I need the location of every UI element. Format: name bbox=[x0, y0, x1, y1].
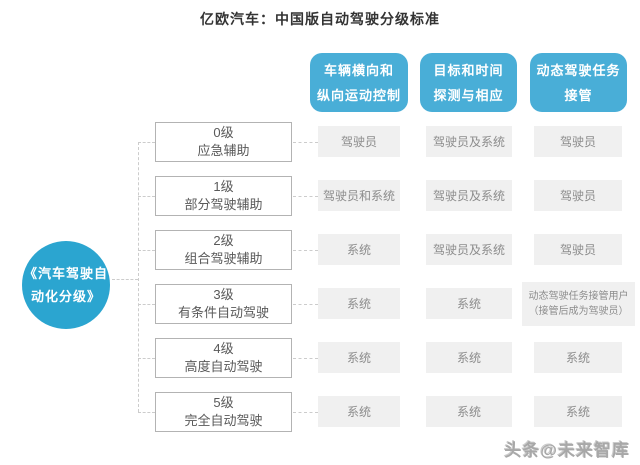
level-name: 有条件自动驾驶 bbox=[177, 305, 269, 320]
cell-level3-control: 系统 bbox=[318, 288, 400, 319]
level-number: 0级 bbox=[213, 125, 234, 140]
column-header-dynamic-task-takeover: 动态驾驶任务 接管 bbox=[530, 53, 627, 112]
level-name: 部分驾驶辅助 bbox=[184, 197, 263, 212]
level-number: 5级 bbox=[213, 395, 234, 410]
source-standard-circle: 《汽车驾驶自 动化分级》 bbox=[22, 241, 110, 329]
connector-stub-right-5 bbox=[293, 412, 318, 413]
connector-stub-right-0 bbox=[293, 142, 318, 143]
connector-bracket-vertical bbox=[138, 142, 139, 412]
level-name: 完全自动驾驶 bbox=[184, 413, 263, 428]
level-box-0: 0级 应急辅助 bbox=[155, 122, 292, 162]
connector-stub-right-4 bbox=[293, 358, 318, 359]
cell-level1-detect: 驾驶员及系统 bbox=[426, 180, 512, 211]
column-header-line: 动态驾驶任务 bbox=[536, 62, 621, 78]
cell-level3-takeover: 动态驾驶任务接管用户 （接管后成为驾驶员） bbox=[522, 282, 635, 326]
cell-level0-control: 驾驶员 bbox=[318, 126, 400, 157]
level-box-4: 4级 高度自动驾驶 bbox=[155, 338, 292, 378]
cell-level0-takeover: 驾驶员 bbox=[534, 126, 622, 157]
cell-level5-control: 系统 bbox=[318, 396, 400, 427]
column-header-line: 纵向运动控制 bbox=[316, 87, 401, 103]
level-name: 组合驾驶辅助 bbox=[184, 251, 263, 266]
cell-level2-takeover: 驾驶员 bbox=[534, 234, 622, 265]
connector-stub-left-0 bbox=[138, 142, 155, 143]
connector-stub-left-4 bbox=[138, 358, 155, 359]
cell-level4-control: 系统 bbox=[318, 342, 400, 373]
level-number: 4级 bbox=[213, 341, 234, 356]
cell-level2-control: 系统 bbox=[318, 234, 400, 265]
connector-stub-right-2 bbox=[293, 250, 318, 251]
column-header-object-event-detection: 目标和时间 探测与相应 bbox=[420, 53, 517, 112]
connector-stub-left-3 bbox=[138, 304, 155, 305]
connector-stub-left-5 bbox=[138, 412, 155, 413]
level-box-3: 3级 有条件自动驾驶 bbox=[155, 284, 292, 324]
cell-level5-detect: 系统 bbox=[426, 396, 512, 427]
connector-stub-left-1 bbox=[138, 196, 155, 197]
level-box-5: 5级 完全自动驾驶 bbox=[155, 392, 292, 432]
connector-stub-right-3 bbox=[293, 304, 318, 305]
column-header-lateral-longitudinal-control: 车辆横向和 纵向运动控制 bbox=[310, 53, 408, 112]
cell-level4-takeover: 系统 bbox=[534, 342, 622, 373]
source-standard-line1: 《汽车驾驶自 bbox=[23, 266, 108, 281]
column-header-line: 探测与相应 bbox=[433, 87, 504, 103]
source-standard-line2: 动化分级》 bbox=[30, 289, 101, 304]
level-number: 1级 bbox=[213, 179, 234, 194]
level-name: 高度自动驾驶 bbox=[184, 359, 263, 374]
cell-level4-detect: 系统 bbox=[426, 342, 512, 373]
cell-level5-takeover: 系统 bbox=[534, 396, 622, 427]
cell-level0-detect: 驾驶员及系统 bbox=[426, 126, 512, 157]
level-number: 3级 bbox=[213, 287, 234, 302]
column-header-line: 目标和时间 bbox=[433, 62, 504, 78]
level-box-2: 2级 组合驾驶辅助 bbox=[155, 230, 292, 270]
cell-level2-detect: 驾驶员及系统 bbox=[426, 234, 512, 265]
cell-level1-control: 驾驶员和系统 bbox=[318, 180, 400, 211]
watermark-toutiao: 头条@未来智库 bbox=[504, 441, 630, 460]
connector-stub-left-2 bbox=[138, 250, 155, 251]
level-name: 应急辅助 bbox=[197, 143, 250, 158]
page-title: 亿欧汽车：中国版自动驾驶分级标准 bbox=[200, 11, 440, 27]
column-header-line: 接管 bbox=[564, 87, 593, 103]
cell-level1-takeover: 驾驶员 bbox=[534, 180, 622, 211]
column-header-line: 车辆横向和 bbox=[323, 62, 394, 78]
connector-circle-to-bracket bbox=[112, 279, 138, 280]
connector-stub-right-1 bbox=[293, 196, 318, 197]
cell-level3-detect: 系统 bbox=[426, 288, 512, 319]
level-box-1: 1级 部分驾驶辅助 bbox=[155, 176, 292, 216]
level-number: 2级 bbox=[213, 233, 234, 248]
